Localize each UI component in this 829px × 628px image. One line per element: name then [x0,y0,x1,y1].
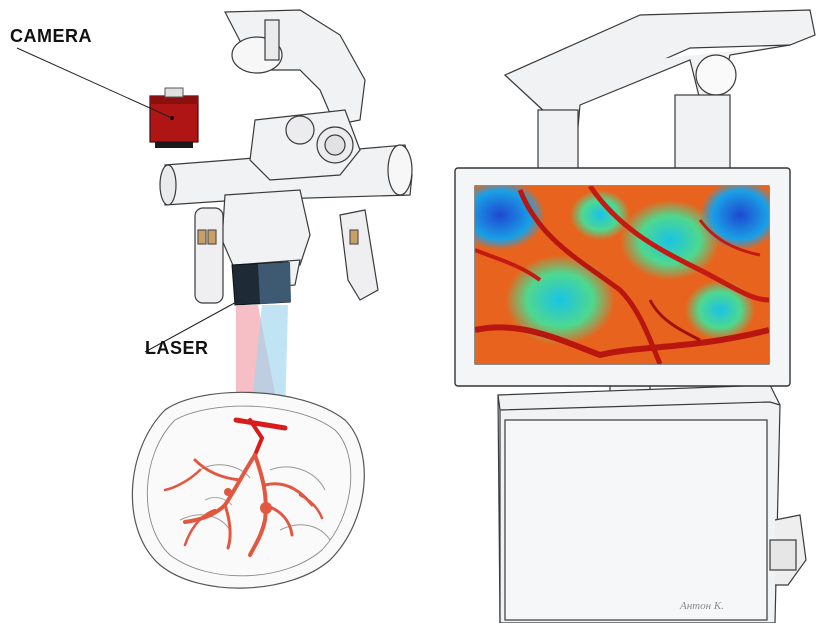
perfusion-heatmap [455,180,780,364]
surgical-microscope [160,10,412,303]
camera-leader-line [17,48,172,118]
monitor [455,168,790,386]
artist-signature: Антон К. [680,600,724,612]
camera [150,88,198,148]
laser-module [232,262,291,305]
camera-label: CAMERA [10,26,92,47]
laser-label: LASER [145,338,209,359]
